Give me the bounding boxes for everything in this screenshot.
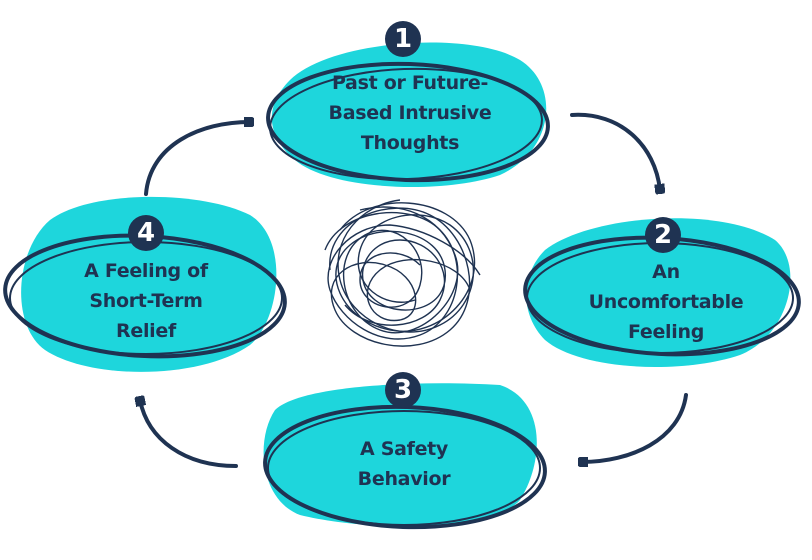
- arrow-1-to-2: [570, 112, 660, 190]
- tangled-scribble-icon: [324, 199, 481, 347]
- step-2-label: An Uncomfortable Feeling: [589, 257, 744, 347]
- step-1-line: Based Intrusive: [328, 102, 492, 124]
- arrow-2-to-3: [582, 393, 688, 462]
- step-2-line: An: [652, 261, 680, 283]
- step-3-number-badge: 3: [385, 372, 421, 408]
- step-1-label: Past or Future- Based Intrusive Thoughts: [329, 68, 492, 158]
- step-1-blob: [271, 42, 547, 187]
- arrow-4-to-1: [144, 122, 250, 196]
- step-4-line: Short-Term: [89, 290, 203, 312]
- step-2-line: Uncomfortable: [588, 291, 744, 313]
- step-1-line: Past or Future-: [331, 72, 489, 94]
- step-2-blob: [526, 218, 791, 367]
- step-1-number-badge: 1: [385, 21, 421, 57]
- step-2-number-badge: 2: [645, 217, 681, 253]
- step-3-label: A Safety Behavior: [358, 434, 451, 494]
- step-2-line: Feeling: [627, 321, 705, 343]
- step-4-line: Relief: [116, 320, 176, 342]
- step-3-line: A Safety: [359, 438, 449, 460]
- step-3-line: Behavior: [357, 468, 451, 490]
- step-4-number-badge: 4: [128, 215, 164, 251]
- arrow-3-to-4: [140, 400, 238, 468]
- step-1-line: Thoughts: [360, 132, 460, 154]
- step-4-label: A Feeling of Short-Term Relief: [84, 256, 208, 346]
- step-4-line: A Feeling of: [84, 260, 208, 282]
